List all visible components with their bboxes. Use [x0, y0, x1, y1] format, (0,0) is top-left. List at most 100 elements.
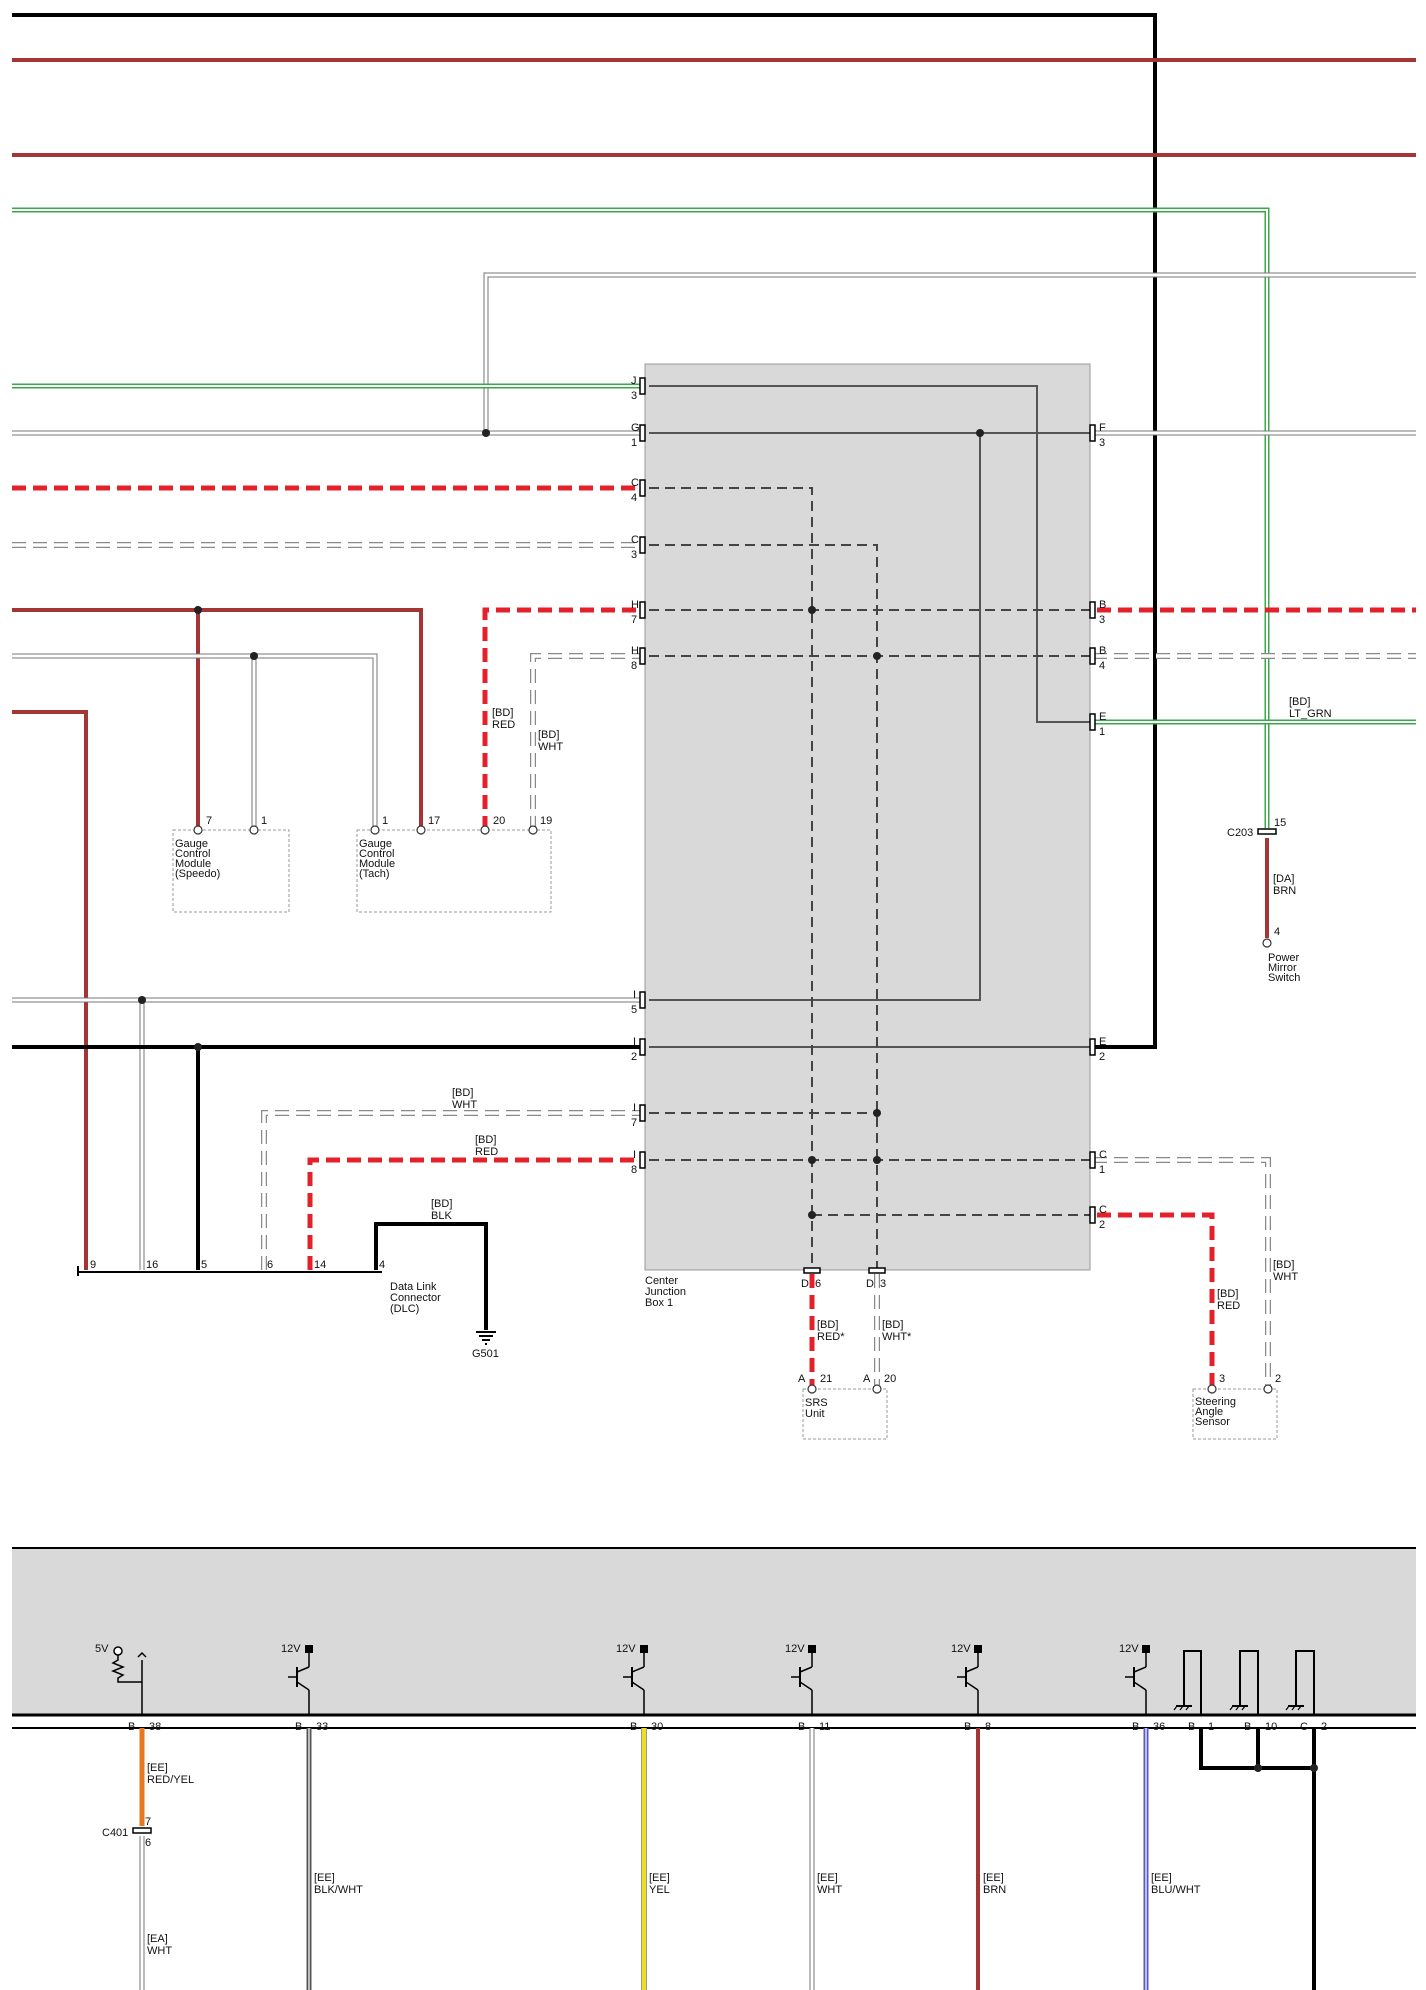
wire-dark-red-gauge: [12, 608, 423, 830]
svg-text:5V: 5V: [95, 1643, 109, 1655]
gauge-speedo-component: [172, 829, 290, 913]
svg-text:C: C: [631, 534, 639, 546]
svg-text:1: 1: [261, 815, 267, 827]
svg-text:1: 1: [1099, 726, 1105, 738]
dlc-pin-labels: 9 16 5 6 14 4: [90, 1259, 385, 1271]
svg-text:30: 30: [651, 1721, 663, 1733]
power-mirror-label: Power: [1268, 952, 1300, 964]
svg-text:3: 3: [1099, 437, 1105, 449]
svg-text:B: B: [128, 1721, 135, 1733]
wire-black-top: [12, 13, 1157, 1049]
power-mirror-pin: [1262, 938, 1272, 948]
wire-ground-bus: [1199, 1728, 1318, 1990]
transistor-b33: 12V: [281, 1643, 313, 1716]
junction-box-label-1: Center: [645, 1275, 678, 1287]
svg-text:12V: 12V: [616, 1643, 636, 1655]
svg-text:(DLC): (DLC): [390, 1303, 419, 1315]
wire-red-i8: [307, 1157, 642, 1270]
wire-white-dashed-i7: [261, 1110, 643, 1270]
svg-text:Angle: Angle: [1195, 1406, 1223, 1418]
svg-text:WHT: WHT: [452, 1099, 477, 1111]
ground-label: G501: [472, 1348, 499, 1360]
svg-text:3: 3: [631, 549, 637, 561]
svg-text:Mirror: Mirror: [1268, 962, 1297, 974]
c203-connector: [1257, 828, 1277, 835]
svg-text:YEL: YEL: [649, 1884, 670, 1896]
svg-text:3: 3: [880, 1278, 886, 1290]
wire-red-h7: [482, 607, 642, 830]
svg-text:7: 7: [145, 1816, 151, 1828]
label-c1-wht-code: [BD]: [1273, 1259, 1294, 1271]
wire-green-c203: [12, 207, 1270, 828]
svg-text:2: 2: [1099, 1219, 1105, 1231]
ground-symbol: [476, 1331, 496, 1345]
svg-text:7: 7: [631, 614, 637, 626]
c203-label: C203: [1227, 827, 1253, 839]
svg-text:RED*: RED*: [817, 1331, 845, 1343]
svg-text:Switch: Switch: [1268, 972, 1300, 984]
supply-5v-circuit: 5V: [95, 1643, 147, 1716]
label-dlc-blk-code: [BD]: [431, 1198, 452, 1210]
svg-text:Control: Control: [359, 848, 394, 860]
gauge-tach-component: [356, 829, 552, 913]
svg-text:7: 7: [631, 1117, 637, 1129]
label-blu-wht-code: [EE]: [1151, 1872, 1172, 1884]
svg-text:4: 4: [1099, 660, 1105, 672]
transistor-b30: 12V: [616, 1643, 648, 1716]
svg-text:I: I: [633, 1036, 636, 1048]
svg-text:WHT*: WHT*: [882, 1331, 912, 1343]
svg-text:C: C: [1300, 1721, 1308, 1733]
svg-text:12V: 12V: [281, 1643, 301, 1655]
svg-text:H: H: [631, 599, 639, 611]
svg-text:33: 33: [316, 1721, 328, 1733]
svg-text:12V: 12V: [785, 1643, 805, 1655]
label-d6-red-code: [BD]: [817, 1319, 838, 1331]
wire-dark-red-dlc9: [12, 710, 88, 1270]
svg-text:21: 21: [820, 1373, 832, 1385]
c401-label: C401: [102, 1827, 128, 1839]
svg-text:G: G: [631, 422, 640, 434]
svg-text:B: B: [798, 1721, 805, 1733]
label-h7-red-code: [BD]: [492, 707, 513, 719]
svg-text:5: 5: [631, 1004, 637, 1016]
svg-text:BLK/WHT: BLK/WHT: [314, 1884, 363, 1896]
svg-text:1: 1: [1208, 1721, 1214, 1733]
srs-unit-label: SRS: [805, 1397, 828, 1409]
svg-text:I: I: [633, 1149, 636, 1161]
svg-text:1: 1: [382, 815, 388, 827]
svg-text:BLK: BLK: [431, 1210, 452, 1222]
svg-text:19: 19: [540, 815, 552, 827]
dlc-label: Data Link: [390, 1281, 437, 1293]
label-red-yel-code: [EE]: [147, 1762, 168, 1774]
internal-junction-wiring: [649, 385, 1090, 1270]
wire-white-dashed-c1: [1093, 1157, 1271, 1385]
svg-text:Unit: Unit: [805, 1408, 825, 1420]
box-connector-labels: J 3 G 1 C 4 C 3 H 7 H 8 I 5 I 2 I 7 I 8 …: [631, 375, 1107, 1290]
label-c2-red-code: [BD]: [1217, 1288, 1238, 1300]
wire-white-gauge: [12, 653, 378, 830]
svg-text:I: I: [633, 1102, 636, 1114]
svg-text:3: 3: [631, 390, 637, 402]
svg-text:4: 4: [1274, 926, 1280, 938]
svg-text:Sensor: Sensor: [1195, 1416, 1230, 1428]
label-d3-wht-code: [BD]: [882, 1319, 903, 1331]
wire-red-yel-b38: [132, 1728, 152, 1990]
svg-text:Module: Module: [175, 858, 211, 870]
svg-text:F: F: [1099, 422, 1106, 434]
svg-text:12V: 12V: [951, 1643, 971, 1655]
transistor-b11: 12V: [785, 1643, 816, 1716]
svg-text:C: C: [631, 477, 639, 489]
label-blk-wht-code: [EE]: [314, 1872, 335, 1884]
label-wht-code: [EE]: [817, 1872, 838, 1884]
svg-text:5: 5: [201, 1259, 207, 1271]
svg-text:10: 10: [1265, 1721, 1277, 1733]
svg-text:38: 38: [149, 1721, 161, 1733]
label-i8-red-code: [BD]: [475, 1134, 496, 1146]
svg-text:WHT: WHT: [1273, 1271, 1298, 1283]
svg-text:RED/YEL: RED/YEL: [147, 1774, 194, 1786]
svg-text:2: 2: [1099, 1051, 1105, 1063]
svg-text:B: B: [630, 1721, 637, 1733]
svg-text:3: 3: [1099, 614, 1105, 626]
svg-text:A: A: [798, 1373, 806, 1385]
